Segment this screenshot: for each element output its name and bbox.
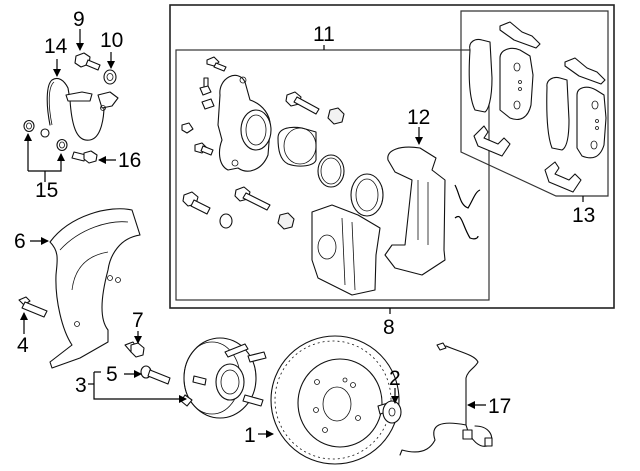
banjo-bolt-part[interactable] [74, 52, 101, 71]
small-bolts-part[interactable] [181, 56, 227, 156]
brake-pads-part[interactable] [468, 38, 607, 159]
callout-4[interactable]: 4 [17, 334, 29, 357]
callout-7[interactable]: 7 [132, 309, 144, 332]
brake-rotor-part[interactable] [270, 335, 400, 465]
callout-16[interactable]: 16 [118, 149, 141, 172]
callout-5[interactable]: 5 [106, 363, 118, 386]
callout-8[interactable]: 8 [383, 316, 395, 339]
leader-lines [20, 29, 584, 438]
pad-clips-part[interactable] [473, 21, 606, 193]
hose-bracket-bolt-part[interactable] [71, 150, 98, 164]
callout-11[interactable]: 11 [313, 23, 335, 46]
piston-part[interactable] [277, 126, 317, 167]
piston-boot-part[interactable] [350, 173, 384, 217]
steering-knuckle-part[interactable] [217, 74, 272, 172]
brake-hose-part[interactable] [40, 77, 119, 141]
wheel-stud-part[interactable] [140, 365, 171, 385]
callout-17[interactable]: 17 [488, 395, 511, 418]
callout-1[interactable]: 1 [244, 424, 256, 447]
callout-2[interactable]: 2 [389, 367, 401, 390]
piston-seal-part[interactable] [317, 154, 345, 188]
caliper-kit-box [175, 49, 490, 301]
brake-pad-box [460, 10, 609, 197]
hub-bearing-part[interactable] [180, 337, 267, 419]
dust-boots-part[interactable] [219, 107, 345, 230]
hub-bolt-part[interactable] [124, 341, 145, 358]
callout-14[interactable]: 14 [44, 35, 68, 58]
callout-15[interactable]: 15 [35, 179, 58, 202]
callout-6[interactable]: 6 [14, 230, 26, 253]
caliper-assembly-box [169, 4, 615, 309]
abs-sensor-part[interactable] [399, 342, 493, 456]
hose-gasket-part[interactable] [23, 119, 68, 152]
callout-12[interactable]: 12 [407, 106, 430, 129]
callout-13[interactable]: 13 [572, 204, 595, 227]
guide-pin-part[interactable] [182, 91, 320, 215]
rotor-screw-part[interactable] [377, 400, 402, 424]
washer-part[interactable] [103, 69, 117, 85]
anti-rattle-springs-part[interactable] [454, 184, 481, 240]
splash-shield-bolt-part[interactable] [18, 296, 48, 318]
splash-shield-part[interactable] [49, 208, 141, 369]
callout-3[interactable]: 3 [75, 374, 87, 397]
caliper-support-part[interactable] [384, 146, 446, 276]
callout-10[interactable]: 10 [100, 29, 123, 52]
callout-9[interactable]: 9 [73, 8, 85, 31]
caliper-housing-part[interactable] [311, 204, 381, 296]
